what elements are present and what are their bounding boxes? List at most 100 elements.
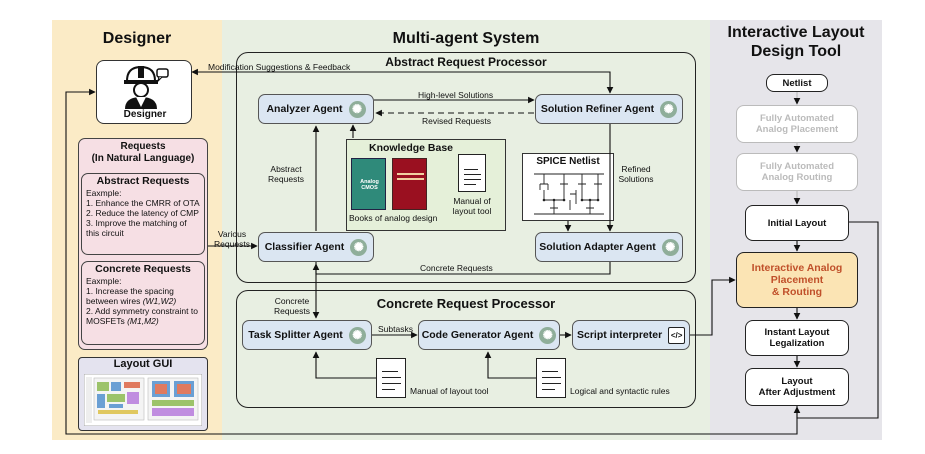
- requests-header: Requests (In Natural Language): [78, 141, 208, 165]
- manual-layout-tool-label: Manual of layout tool: [410, 386, 489, 396]
- concrete-item-text: MOSFETs: [86, 316, 128, 326]
- revised-requests-label: Revised Requests: [422, 116, 491, 126]
- concrete-item: between wires (W1,W2): [86, 296, 200, 306]
- analyzer-agent-label: Analyzer Agent: [266, 103, 343, 115]
- ai-agent-icon: ✺: [539, 326, 557, 344]
- label-line: Requests: [268, 174, 304, 184]
- requests-subtitle: (In Natural Language): [91, 153, 195, 164]
- abstract-request-processor: [236, 52, 696, 283]
- designer-role-label: Designer: [123, 109, 167, 120]
- designer-title: Designer: [102, 30, 172, 47]
- manual-layout-tool-doc-icon: [376, 358, 406, 398]
- refiner-agent-label: Solution Refiner Agent: [540, 103, 655, 115]
- designer-box: Designer: [96, 60, 192, 124]
- concrete-item-wires: (W1,W2): [142, 296, 177, 306]
- book-cover-analog-cmos: Analog CMOS: [351, 158, 386, 210]
- manual-caption: Manual of layout tool: [448, 196, 496, 216]
- high-level-solutions-label: High-level Solutions: [418, 90, 494, 100]
- abstract-processor-title: Abstract Request Processor: [385, 55, 547, 69]
- interpreter-label: Script interpreter: [577, 329, 663, 341]
- label-line: Refined: [621, 164, 651, 174]
- label-line: Requests: [274, 306, 310, 316]
- concrete-request-processor: [236, 290, 696, 408]
- concrete-item: 2. Add symmetry constraint to: [86, 306, 198, 316]
- concrete-item: 1. Increase the spacing: [86, 286, 174, 296]
- step-line: Analog Routing: [761, 172, 833, 183]
- netlist-step: Netlist: [766, 74, 828, 92]
- abstract-item: 3. Improve the matching of: [86, 218, 187, 228]
- subtasks-label: Subtasks: [378, 324, 413, 334]
- concrete-example-label: Eaxmple:: [86, 276, 122, 286]
- layout-gui-screenshot: [84, 374, 202, 426]
- ai-agent-icon: ✺: [348, 100, 366, 118]
- step-line: After Adjustment: [758, 387, 836, 398]
- step-line: Legalization: [769, 338, 825, 349]
- abstract-requests-title: Abstract Requests: [96, 175, 190, 187]
- knowledge-base-title: Knowledge Base: [368, 142, 454, 154]
- tool-title: Interactive Layout Design Tool: [710, 23, 882, 61]
- solution-adapter-agent[interactable]: Solution Adapter Agent ✺: [535, 232, 683, 262]
- code-generator-agent[interactable]: Code Generator Agent ✺: [418, 320, 560, 350]
- step-line: Instant Layout: [764, 327, 830, 338]
- script-interpreter[interactable]: Script interpreter</>: [572, 320, 690, 350]
- mas-title: Multi-agent System: [392, 30, 540, 47]
- spice-netlist-title: SPICE Netlist: [536, 156, 600, 167]
- abstract-item: 1. Enhance the CMRR of OTA: [86, 198, 200, 208]
- concrete-item: MOSFETs (M1,M2): [86, 316, 200, 326]
- step-line: Layout: [781, 376, 813, 387]
- abstract-example-label: Eaxmple:: [86, 188, 122, 198]
- book-cover-analog-design: [392, 158, 427, 210]
- spice-netlist-box: [522, 153, 614, 221]
- solution-refiner-agent[interactable]: Solution Refiner Agent✺: [535, 94, 683, 124]
- concrete-processor-title: Concrete Request Processor: [376, 296, 556, 311]
- manual-caption-line: layout tool: [452, 206, 492, 216]
- engineer-icon: [124, 65, 169, 109]
- ai-agent-icon: ✺: [350, 238, 368, 256]
- requests-title: Requests: [120, 141, 166, 152]
- abstract-item: 2. Reduce the latency of CMP: [86, 208, 199, 218]
- step-line: Fully Automated: [759, 161, 835, 172]
- layout-gui-title: Layout GUI: [113, 358, 173, 370]
- concrete-item-text: between wires: [86, 296, 143, 306]
- tool-title-line-2: Design Tool: [750, 43, 842, 60]
- ai-agent-icon: ✺: [661, 238, 679, 256]
- books-caption: Books of analog design: [349, 213, 438, 223]
- label-line: Concrete: [274, 296, 310, 306]
- adapter-agent-label: Solution Adapter Agent: [539, 241, 656, 253]
- tool-title-line-1: Interactive Layout: [727, 24, 865, 41]
- step-line: Interactive Analog: [751, 262, 843, 274]
- label-line: Various: [217, 229, 247, 239]
- codegen-agent-label: Code Generator Agent: [421, 329, 534, 341]
- task-splitter-agent[interactable]: Task Splitter Agent ✺: [242, 320, 372, 350]
- abstract-item: this circuit: [86, 228, 124, 238]
- rules-label: Logical and syntactic rules: [570, 386, 670, 396]
- concrete-requests-flow-label: Concrete Requests: [420, 263, 493, 273]
- step-line: Fully Automated: [759, 113, 835, 124]
- classifier-agent[interactable]: Classifier Agent✺: [258, 232, 374, 262]
- step-line: Analog Placement: [755, 124, 839, 135]
- rules-doc-icon: [536, 358, 566, 398]
- circuit-schematic-icon: [534, 173, 604, 215]
- book-title: Analog CMOS: [360, 179, 379, 191]
- concrete-requests-title: Concrete Requests: [95, 263, 191, 275]
- step-line: & Routing: [771, 286, 823, 298]
- concrete-item-mosfets: (M1,M2): [127, 316, 159, 326]
- manual-document-icon: [458, 154, 486, 192]
- label-line: Abstract: [270, 164, 302, 174]
- concrete-requests-box: Concrete Requests Eaxmple: 1. Increase t…: [81, 261, 205, 345]
- label-line: Requests: [214, 239, 250, 249]
- splitter-agent-label: Task Splitter Agent: [248, 329, 343, 341]
- feedback-label: Modification Suggestions & Feedback: [208, 62, 351, 72]
- step-line: Placement: [770, 274, 824, 286]
- analyzer-agent[interactable]: Analyzer Agent ✺: [258, 94, 374, 124]
- ai-agent-icon: ✺: [348, 326, 366, 344]
